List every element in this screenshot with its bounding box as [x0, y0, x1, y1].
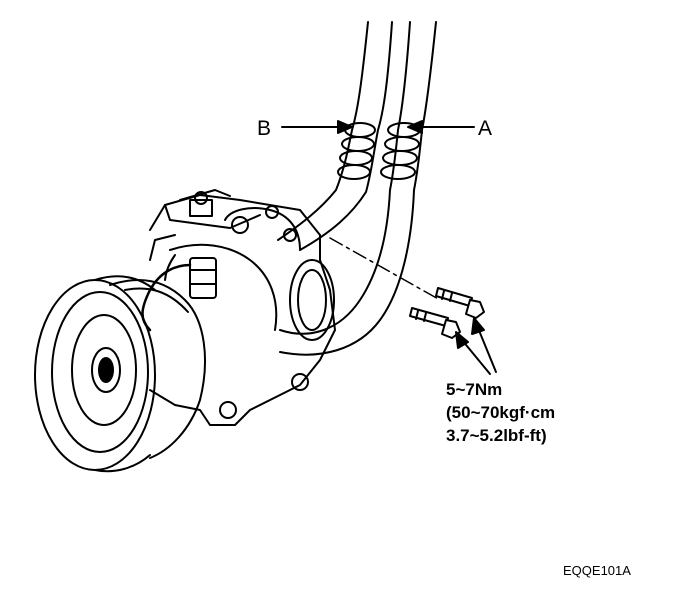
torque-spec-kgf: (50~70kgf·cm: [446, 403, 556, 422]
torque-spec: 5~7Nm (50~70kgf·cm 3.7~5.2lbf-ft): [446, 378, 555, 447]
hose-b-label: B: [257, 117, 272, 140]
refrigerant-hoses: [277, 21, 437, 356]
mounting-bolts: [409, 287, 497, 375]
clutch-pulley: [34, 275, 206, 473]
hose-a-label: A: [478, 117, 493, 140]
wire-connector: [141, 254, 217, 332]
torque-spec-nm: 5~7Nm: [446, 380, 503, 399]
figure-code: EQQE101A: [563, 563, 631, 578]
torque-spec-lbf: 3.7~5.2lbf-ft): [446, 426, 547, 445]
compressor-body: [149, 189, 336, 426]
leader-lines: [281, 120, 475, 301]
